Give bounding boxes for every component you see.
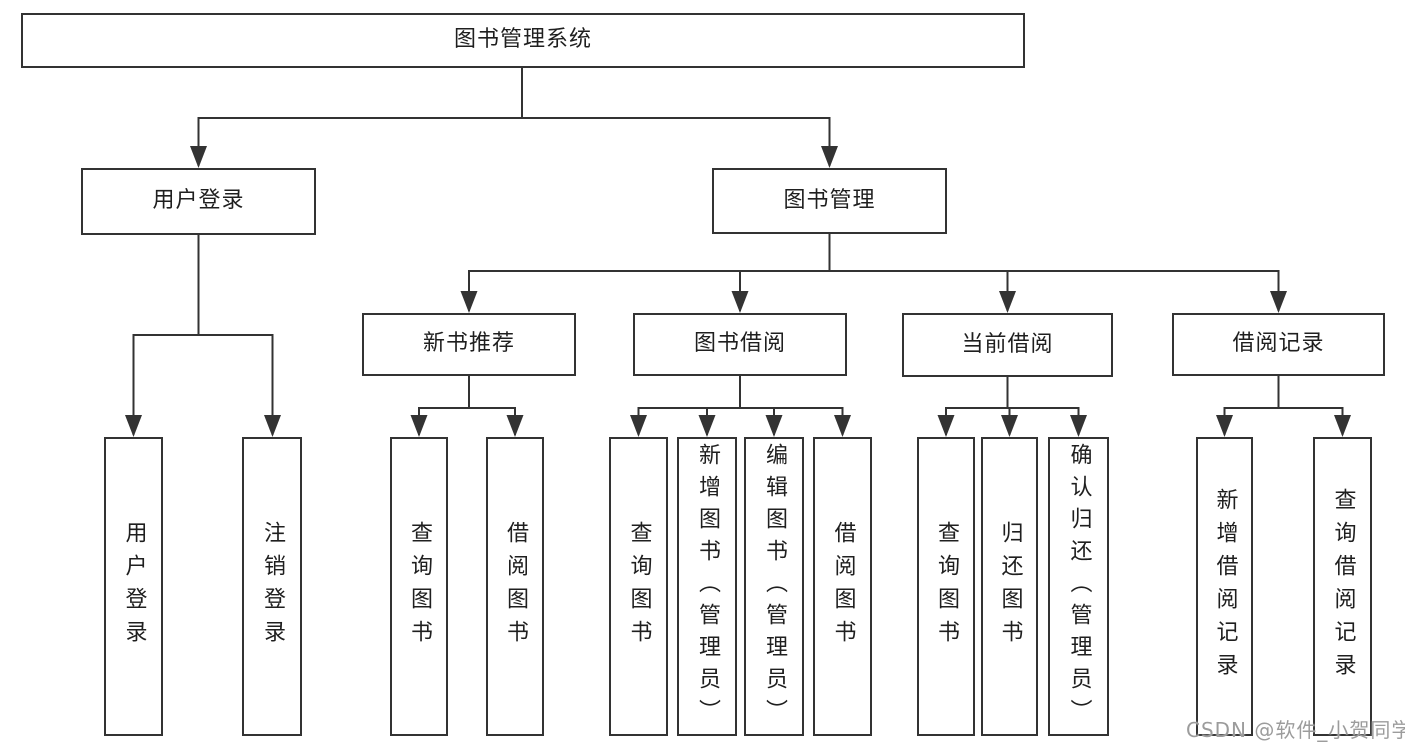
node-current-borrowing: 当前借阅	[902, 313, 1113, 377]
watermark: CSDN @软件_小贺同学	[1186, 718, 1405, 742]
leaf-query-books-current: 查询图书	[917, 437, 975, 736]
node-user-login: 用户登录	[81, 168, 316, 235]
leaf-add-borrow-record: 新增借阅记录	[1196, 437, 1253, 736]
node-book-management: 图书管理	[712, 168, 947, 234]
leaf-logout: 注销登录	[242, 437, 302, 736]
leaf-add-books-admin: 新增图书（管理员）	[677, 437, 737, 736]
leaf-edit-books-admin: 编辑图书（管理员）	[744, 437, 804, 736]
leaf-borrow-books-borrowing: 借阅图书	[813, 437, 872, 736]
leaf-user-login: 用户登录	[104, 437, 163, 736]
node-book-management-system: 图书管理系统	[21, 13, 1025, 68]
leaf-borrow-books-recommend: 借阅图书	[486, 437, 544, 736]
leaf-confirm-return-admin: 确认归还（管理员）	[1048, 437, 1109, 736]
node-book-borrowing: 图书借阅	[633, 313, 847, 376]
node-new-book-recommendation: 新书推荐	[362, 313, 576, 376]
leaf-return-books: 归还图书	[981, 437, 1038, 736]
node-borrowing-records: 借阅记录	[1172, 313, 1385, 376]
leaf-query-books-borrowing: 查询图书	[609, 437, 668, 736]
leaf-query-books-recommend: 查询图书	[390, 437, 448, 736]
leaf-query-borrow-record: 查询借阅记录	[1313, 437, 1372, 736]
